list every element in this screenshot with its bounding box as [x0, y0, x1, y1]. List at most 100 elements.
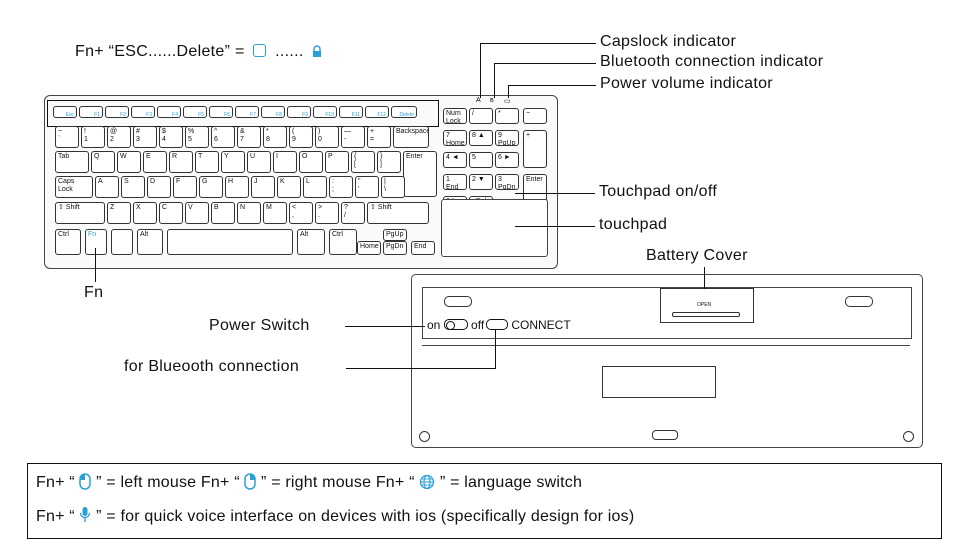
key-left-alt[interactable]: Alt: [137, 229, 163, 255]
key-tab[interactable]: Tab: [55, 151, 89, 173]
key-o[interactable]: O: [299, 151, 323, 173]
key-8[interactable]: * 8: [263, 126, 287, 148]
legend-line-1: Fn+ “ ” = left mouse Fn+ “ ” = right mou…: [36, 473, 582, 495]
key-g[interactable]: G: [199, 176, 223, 198]
legend-2a: Fn+ “: [36, 508, 75, 525]
numpad-key[interactable]: 2 ▼: [469, 174, 493, 190]
key-f[interactable]: F: [173, 176, 197, 198]
key-bracket[interactable]: } ]: [377, 151, 401, 173]
key-enter[interactable]: Enter: [403, 151, 437, 197]
key-j[interactable]: J: [251, 176, 275, 198]
key-p[interactable]: P: [325, 151, 349, 173]
key-e[interactable]: E: [143, 151, 167, 173]
key-right-ctrl[interactable]: Ctrl: [329, 229, 357, 255]
key-v[interactable]: V: [185, 202, 209, 224]
key--[interactable]: — -: [341, 126, 365, 148]
key-s[interactable]: S: [121, 176, 145, 198]
key-u[interactable]: U: [247, 151, 271, 173]
numpad-key[interactable]: −: [523, 108, 547, 124]
key-f6[interactable]: F6: [209, 106, 233, 118]
key-5[interactable]: % 5: [185, 126, 209, 148]
numpad-key[interactable]: 3 PgDn: [495, 174, 519, 190]
key-f7[interactable]: F7: [235, 106, 259, 118]
numpad-key[interactable]: Num Lock: [443, 108, 467, 124]
numpad-key[interactable]: 9 PgUp: [495, 130, 519, 146]
key-pgdn[interactable]: PgDn: [383, 241, 407, 255]
key-f12[interactable]: F12: [365, 106, 389, 118]
connect-button[interactable]: CONNECT: [486, 318, 571, 332]
key-f1[interactable]: F1: [79, 106, 103, 118]
key-1[interactable]: ! 1: [81, 126, 105, 148]
key-label: F3: [146, 112, 152, 118]
key-right-alt[interactable]: Alt: [297, 229, 325, 255]
key-4[interactable]: $ 4: [159, 126, 183, 148]
numpad-key[interactable]: 1 End: [443, 174, 467, 190]
numpad-key[interactable]: 6 ►: [495, 152, 519, 168]
numpad-key[interactable]: 7 Home: [443, 130, 467, 146]
key-a[interactable]: A: [95, 176, 119, 198]
key-punct[interactable]: ? /: [341, 202, 365, 224]
numpad-key[interactable]: +: [523, 130, 547, 168]
key-pgup[interactable]: PgUp: [383, 229, 407, 241]
key-punct[interactable]: " ': [355, 176, 379, 198]
key-f10[interactable]: F10: [313, 106, 337, 118]
key-home[interactable]: Home: [357, 241, 381, 255]
key-y[interactable]: Y: [221, 151, 245, 173]
key-cmd[interactable]: [111, 229, 133, 255]
connect-button-shape[interactable]: [486, 319, 508, 330]
key-`[interactable]: ~ `: [55, 126, 79, 148]
numpad-key[interactable]: 5: [469, 152, 493, 168]
key-f8[interactable]: F8: [261, 106, 285, 118]
key-f3[interactable]: F3: [131, 106, 155, 118]
numpad-key[interactable]: /: [469, 108, 493, 124]
key-t[interactable]: T: [195, 151, 219, 173]
key-x[interactable]: X: [133, 202, 157, 224]
key-punct[interactable]: | \: [381, 176, 405, 198]
numpad-key[interactable]: *: [495, 108, 519, 124]
key-l[interactable]: L: [303, 176, 327, 198]
key-caps-lock[interactable]: Caps Lock: [55, 176, 93, 198]
power-switch[interactable]: on off: [427, 318, 484, 332]
key-f9[interactable]: F9: [287, 106, 311, 118]
key-6[interactable]: ^ 6: [211, 126, 235, 148]
key-i[interactable]: I: [273, 151, 297, 173]
key-delete[interactable]: Delete: [391, 106, 417, 118]
key-z[interactable]: Z: [107, 202, 131, 224]
key-=[interactable]: + =: [367, 126, 391, 148]
key-f5[interactable]: F5: [183, 106, 207, 118]
key-3[interactable]: # 3: [133, 126, 157, 148]
key-b[interactable]: B: [211, 202, 235, 224]
key-esc[interactable]: Esc: [53, 106, 77, 118]
key-h[interactable]: H: [225, 176, 249, 198]
key-punct[interactable]: : ;: [329, 176, 353, 198]
key-2[interactable]: @ 2: [107, 126, 131, 148]
key-right-shift[interactable]: ⇧ Shift: [367, 202, 429, 224]
key-q[interactable]: Q: [91, 151, 115, 173]
key-punct[interactable]: > .: [315, 202, 339, 224]
key-left-ctrl[interactable]: Ctrl: [55, 229, 81, 255]
numpad-key[interactable]: 4 ◄: [443, 152, 467, 168]
key-c[interactable]: C: [159, 202, 183, 224]
key-f11[interactable]: F11: [339, 106, 363, 118]
key-left-shift[interactable]: ⇧ Shift: [55, 202, 105, 224]
key-bracket[interactable]: { [: [351, 151, 375, 173]
power-switch-toggle[interactable]: [443, 319, 468, 330]
key-f4[interactable]: F4: [157, 106, 181, 118]
key-backspace[interactable]: Backspace: [393, 126, 429, 148]
key-r[interactable]: R: [169, 151, 193, 173]
key-9[interactable]: ( 9: [289, 126, 313, 148]
numpad-key[interactable]: 8 ▲: [469, 130, 493, 146]
key-f2[interactable]: F2: [105, 106, 129, 118]
key-n[interactable]: N: [237, 202, 261, 224]
key-punct[interactable]: < ,: [289, 202, 313, 224]
right-mouse-icon: [244, 473, 257, 495]
key-m[interactable]: M: [263, 202, 287, 224]
key-0[interactable]: ) 0: [315, 126, 339, 148]
key-end[interactable]: End: [411, 241, 435, 255]
key-fn[interactable]: Fn: [85, 229, 107, 255]
key-k[interactable]: K: [277, 176, 301, 198]
key-space[interactable]: [167, 229, 293, 255]
key-d[interactable]: D: [147, 176, 171, 198]
key-7[interactable]: & 7: [237, 126, 261, 148]
key-w[interactable]: W: [117, 151, 141, 173]
